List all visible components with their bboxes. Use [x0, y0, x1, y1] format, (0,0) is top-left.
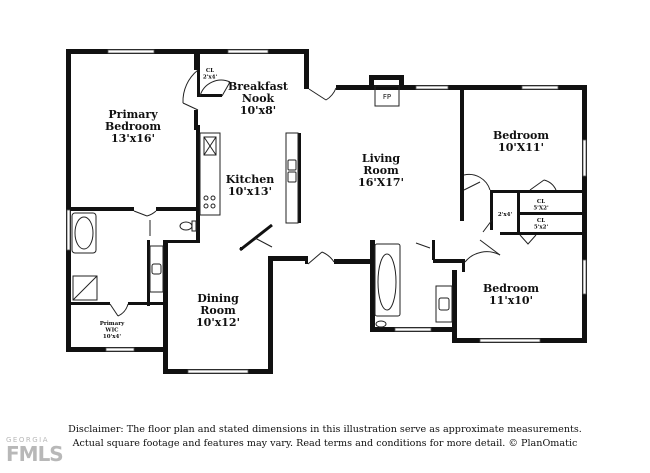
- room-label-line: Room: [363, 164, 399, 177]
- room-label-line: 10'x4': [103, 334, 121, 340]
- georgia-mls-logo: GEORGIA FMLS: [6, 436, 64, 466]
- room-label-line: 11'x10': [489, 294, 533, 307]
- room-label-line: 16'X17': [358, 176, 404, 189]
- room-label-line: Kitchen: [226, 173, 275, 186]
- room-label-line: 10'x13': [228, 185, 272, 198]
- windows: [66, 49, 587, 374]
- fixtures: [71, 85, 453, 328]
- room-label-line: Room: [200, 304, 236, 317]
- room-label-line: 5'X2': [533, 206, 549, 212]
- room-label-line: Living: [362, 152, 400, 165]
- interior-walls: [70, 54, 587, 306]
- room-label-line: Primary: [108, 108, 158, 121]
- room-label-line: 10'x12': [196, 316, 240, 329]
- disclaimer-line-1: Disclaimer: The floor plan and stated di…: [68, 424, 582, 435]
- watermark-bottom: FMLS: [6, 442, 64, 466]
- room-label-line: Bedroom: [493, 129, 549, 142]
- room-label-line: CL: [537, 199, 545, 205]
- room-label-line: 10'X11': [498, 141, 544, 154]
- watermark-top: GEORGIA: [6, 436, 49, 444]
- room-label-line: CL: [537, 218, 545, 224]
- closet-hall-label: 2'x4': [498, 212, 513, 218]
- room-label-line: 5'x2': [534, 225, 549, 231]
- room-label-line: Bedroom: [105, 120, 161, 133]
- room-label-line: 2'x4': [498, 212, 513, 218]
- room-label-line: Primary: [100, 321, 125, 327]
- room-label-line: Nook: [242, 92, 275, 105]
- room-label-line: 2'x4': [203, 75, 218, 81]
- room-label-line: Breakfast: [228, 80, 289, 93]
- room-label-line: WIC: [104, 328, 119, 334]
- room-label-line: Bedroom: [483, 282, 539, 295]
- room-label-line: 13'x16': [111, 132, 155, 145]
- room-label-line: CL: [206, 68, 214, 74]
- fireplace-label: FP: [383, 93, 391, 101]
- disclaimer-line-2: Actual square footage and features may v…: [72, 438, 578, 449]
- room-label-line: 10'x8': [240, 104, 276, 117]
- room-label-line: Dining: [197, 292, 239, 305]
- door-swings: [109, 69, 557, 317]
